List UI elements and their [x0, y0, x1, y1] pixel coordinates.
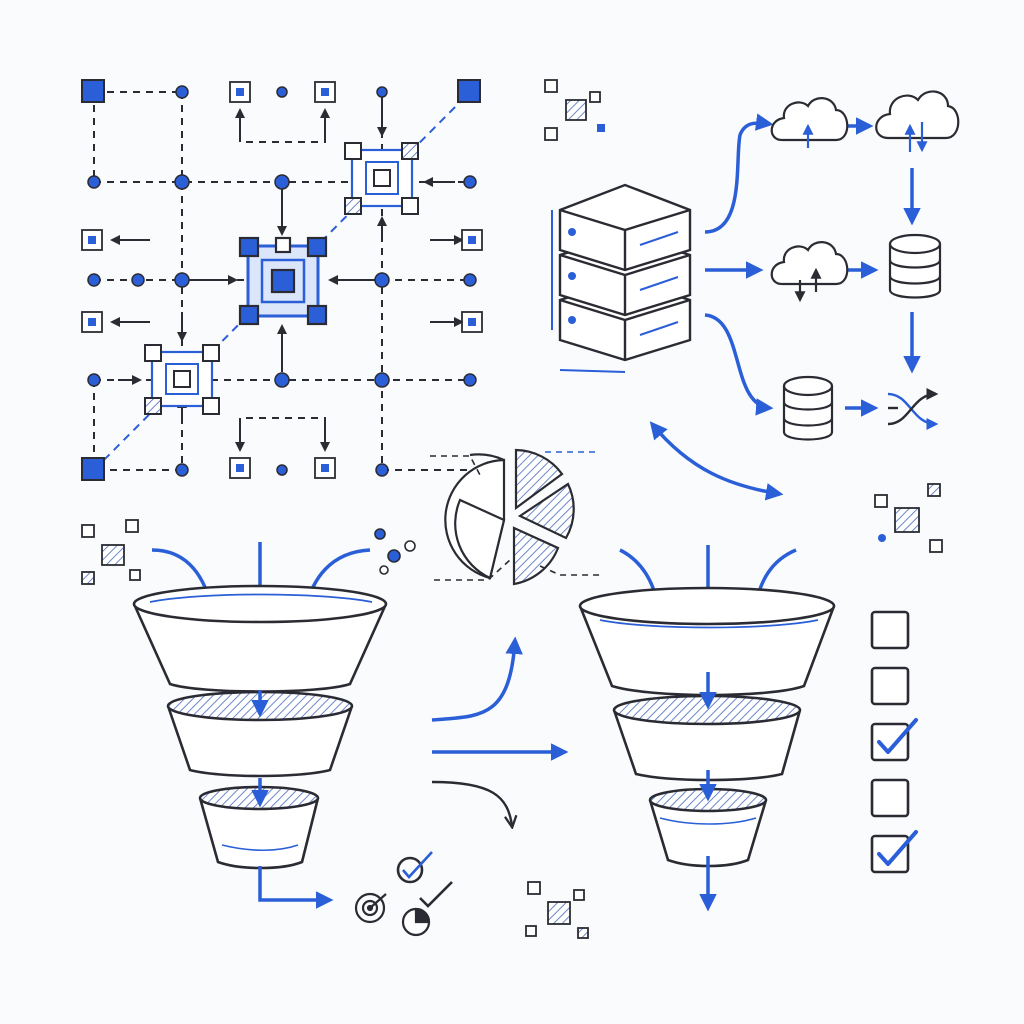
database-icon	[888, 233, 942, 299]
checklist	[870, 610, 918, 874]
funnel-left-icon	[132, 584, 388, 870]
shuffle-icon	[887, 388, 939, 430]
database-icon	[782, 375, 834, 441]
checkbox-checked	[870, 718, 918, 762]
checkmark-icon	[877, 718, 918, 754]
node-cluster-icon	[544, 79, 605, 141]
checkbox-unchecked	[870, 666, 910, 706]
cloud-sync-icon	[875, 90, 960, 153]
cloud-transfer-icon	[770, 241, 849, 303]
target-icon	[354, 892, 387, 924]
checkbox-checked	[870, 830, 918, 874]
check-icon	[396, 851, 453, 908]
server-stack-icon	[551, 183, 692, 373]
cloud-upload-icon	[770, 97, 849, 148]
node-cluster-icon	[874, 483, 943, 553]
node-cluster-icon	[525, 881, 589, 939]
network-hub-icon	[144, 344, 220, 415]
funnel-right-icon	[578, 586, 836, 868]
checkbox-unchecked	[870, 778, 910, 818]
dot-cluster	[374, 528, 416, 575]
network-hub-icon	[238, 236, 328, 326]
pie-chart-icon	[444, 448, 575, 586]
checkmark-icon	[877, 830, 918, 866]
network-hub-icon	[344, 142, 419, 215]
node-cluster-icon	[81, 519, 141, 585]
checkbox-unchecked	[870, 610, 910, 650]
double-arrow	[649, 421, 784, 501]
pie-chart-icon	[401, 907, 431, 937]
